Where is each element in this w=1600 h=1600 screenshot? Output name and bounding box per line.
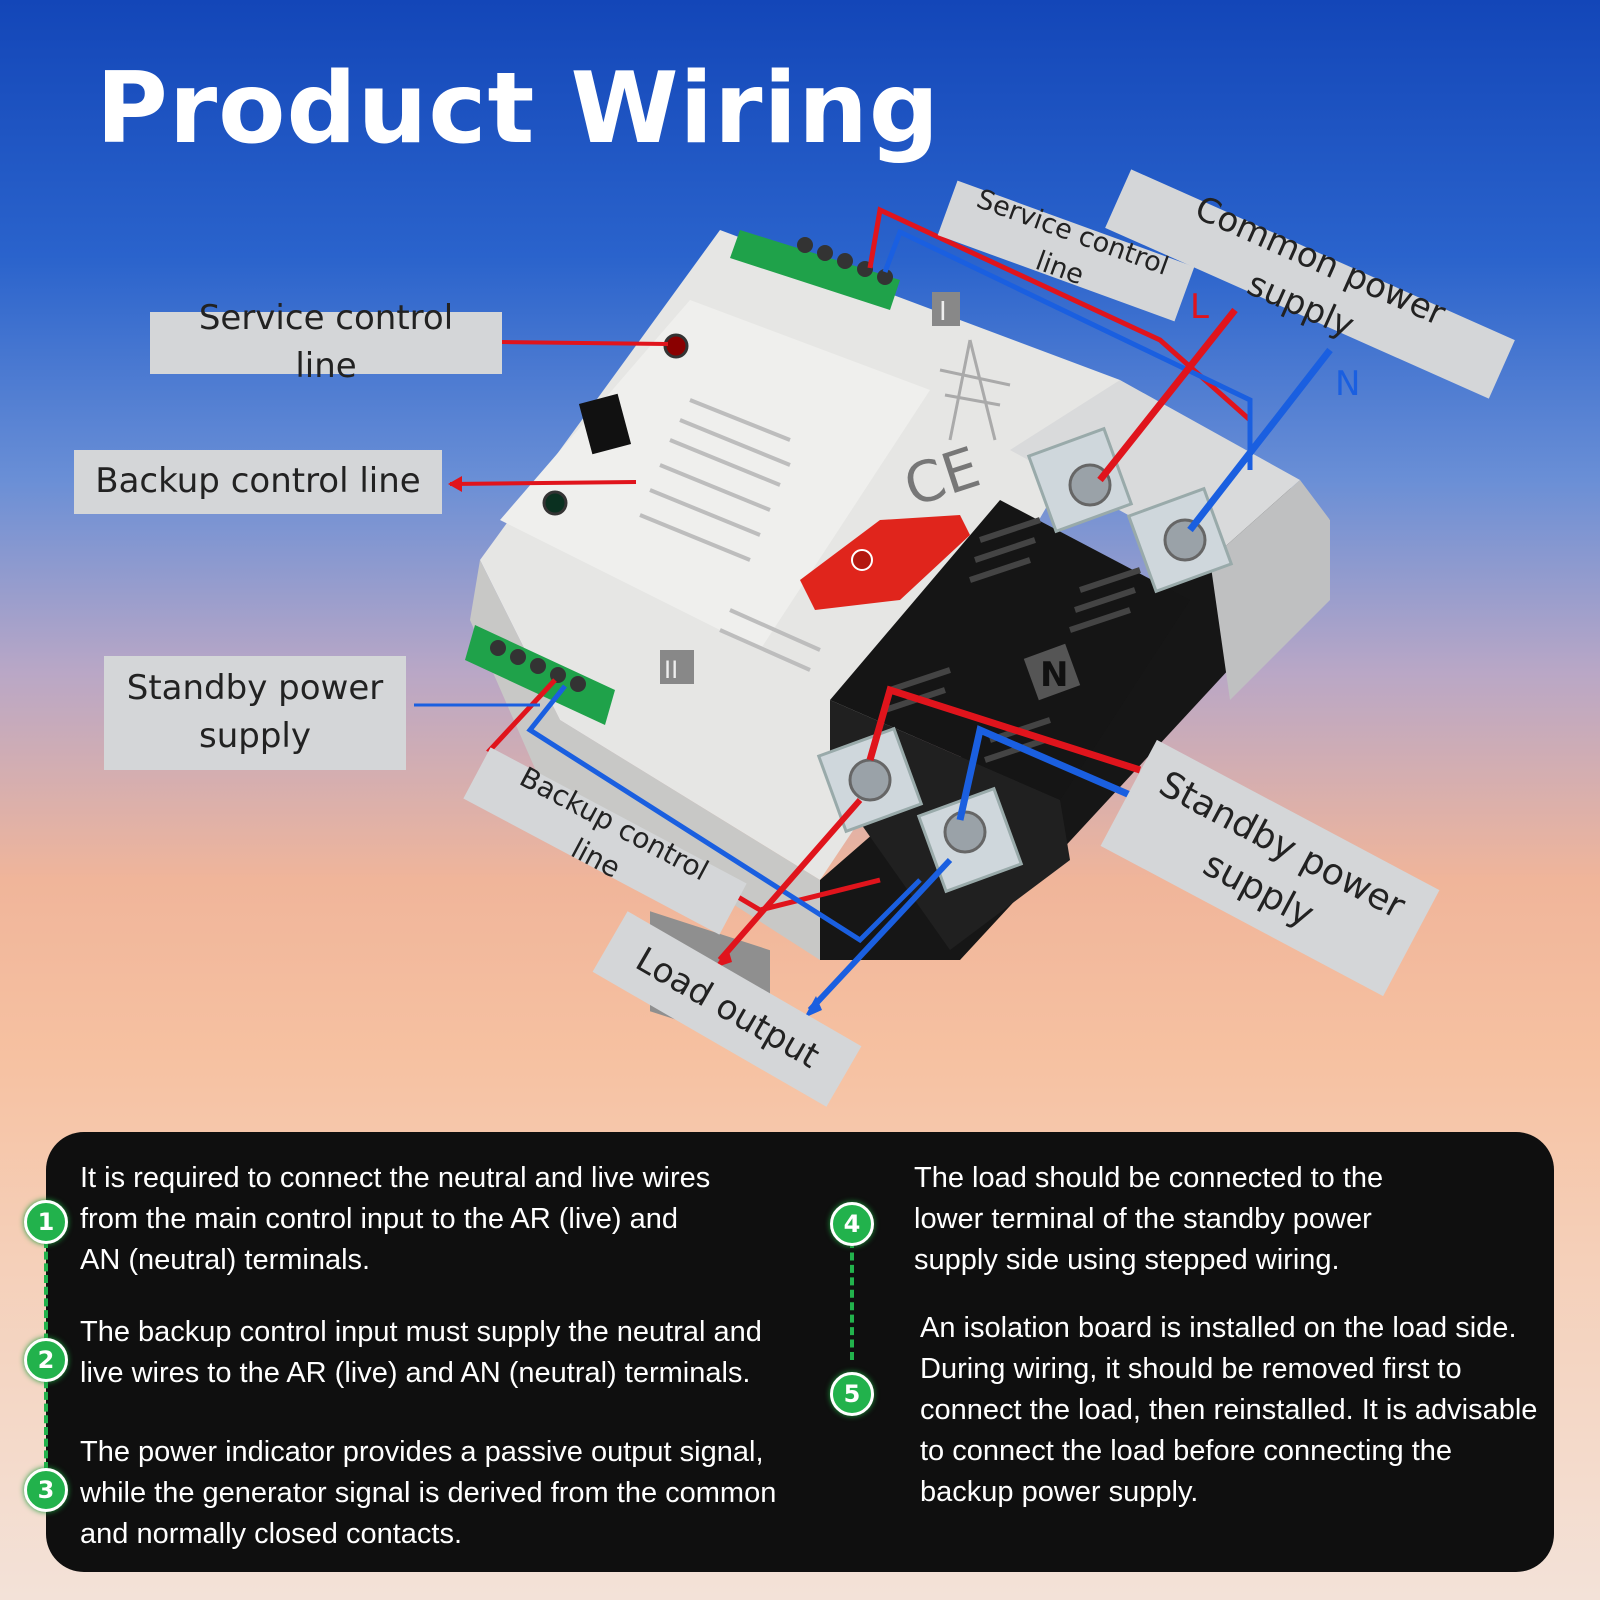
mark-ii: II <box>664 656 678 684</box>
common-live-wire <box>1097 307 1238 483</box>
service-neutral-wire <box>882 228 1253 470</box>
mark-i-box <box>932 292 960 326</box>
notes-panel <box>46 1132 1554 1572</box>
front-panel <box>500 300 930 650</box>
standby-live-wire <box>866 685 1142 774</box>
manual-switch <box>578 393 632 455</box>
load-neutral-arrow <box>804 996 822 1018</box>
page-title: Product Wiring <box>96 52 940 166</box>
live-mark: L <box>1190 287 1209 327</box>
label-service-control-left: Service control line <box>150 298 502 386</box>
indicator-light-green <box>542 490 568 516</box>
top-connector <box>730 230 900 310</box>
backup-neutral-wire <box>526 684 922 944</box>
tower-icon <box>939 339 1011 441</box>
label-backup-control-left: Backup control line <box>74 450 442 514</box>
n-mark-box <box>1023 643 1081 701</box>
top-terminal-block <box>1010 380 1300 560</box>
black-cover <box>830 500 1190 800</box>
label-standby-left: Standby power supply <box>104 656 406 770</box>
standby-neutral-wire <box>956 725 1132 821</box>
note-badge-2: 2 <box>24 1338 68 1382</box>
note-badge-4: 4 <box>830 1202 874 1246</box>
load-live-wire <box>717 798 863 962</box>
note-3-text: The power indicator provides a passive o… <box>80 1436 777 1550</box>
panel-print <box>639 398 821 672</box>
note-badge-3: 3 <box>24 1468 68 1512</box>
mark-ii-box <box>660 650 694 684</box>
load-neutral-wire <box>807 857 953 1013</box>
common-neutral-wire <box>1187 347 1333 533</box>
service-left-leader <box>501 340 669 346</box>
handle-screw <box>851 549 873 571</box>
n-mark: N <box>1040 655 1068 695</box>
note-4-text: The load should be connected to the lowe… <box>914 1162 1384 1276</box>
note-2-text: The backup control input must supply the… <box>80 1316 762 1389</box>
indicator-light-red <box>663 333 689 359</box>
bottom-connector-pins <box>490 640 586 692</box>
red-switch-handle <box>800 515 970 610</box>
right-timeline <box>850 1240 854 1360</box>
backup-left-arrow <box>448 476 462 492</box>
note-1-text: It is required to connect the neutral an… <box>80 1162 711 1276</box>
note-badge-1: 1 <box>24 1200 68 1244</box>
note-badge-5: 5 <box>830 1372 874 1416</box>
right-side-block <box>1210 480 1330 700</box>
mark-i: I <box>939 297 947 327</box>
backup-left-leader <box>449 480 637 486</box>
note-5-text: An isolation board is installed on the l… <box>920 1312 1538 1508</box>
neutral-mark: N <box>1335 364 1360 404</box>
